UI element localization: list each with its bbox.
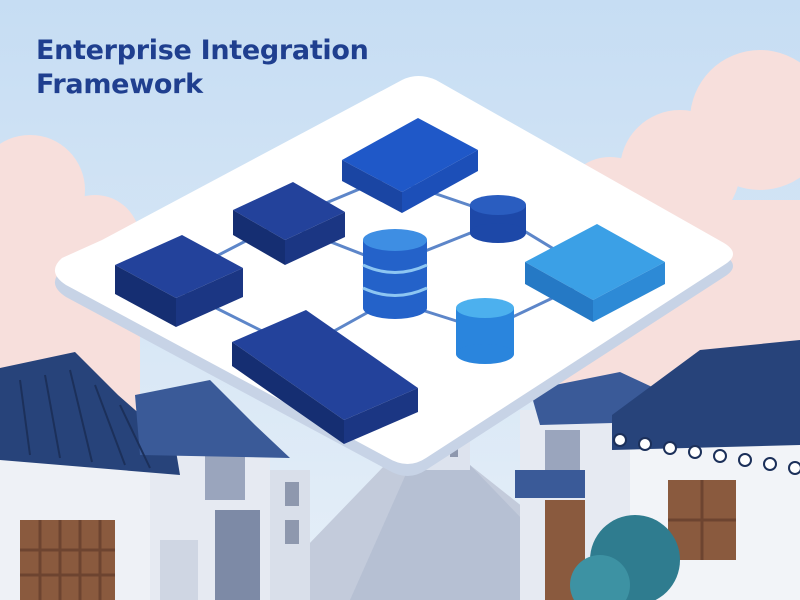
hanok-roof-icon [0,352,290,475]
server-block-icon-left [115,235,243,327]
server-block-icon-right [525,224,665,322]
hanok-roof-icon-right [515,340,800,498]
title-line-1: Enterprise Integration [36,35,369,66]
title-line-2: Framework [36,69,203,100]
database-cylinder-icon-center [362,229,428,319]
database-cylinder-icon-light [456,298,514,364]
page-title: Enterprise Integration Framework [36,34,369,102]
server-block-icon-top [342,118,478,213]
server-block-icon-upper [233,182,345,265]
database-cylinder-icon-small [470,195,526,243]
server-block-icon-bottom [232,310,418,444]
roof-tile-ends [613,433,800,475]
